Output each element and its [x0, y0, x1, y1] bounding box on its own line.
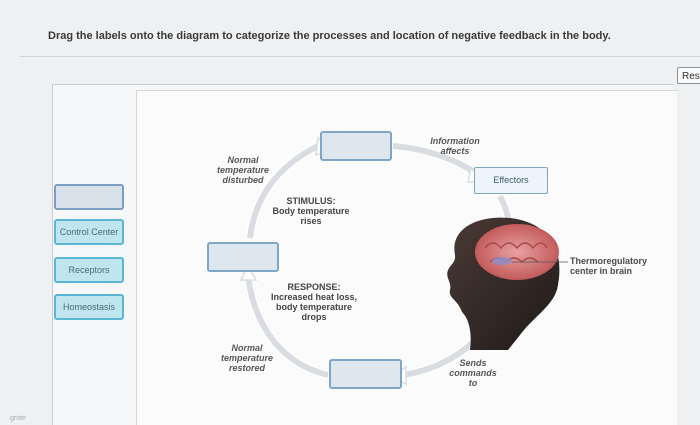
divider: [20, 56, 700, 57]
placed-label-effectors[interactable]: Effectors: [474, 167, 548, 194]
arrow-head-bottom-left: [239, 264, 258, 281]
instruction-text: Drag the labels onto the diagram to cate…: [48, 30, 611, 42]
brain-illustration: [475, 224, 559, 280]
label-chip-receptors[interactable]: Receptors: [54, 257, 124, 283]
reset-button[interactable]: Res: [677, 67, 700, 84]
drop-target-bottom[interactable]: [329, 359, 402, 389]
corner-text: grote: [10, 415, 26, 422]
label-chip-control-center[interactable]: Control Center: [54, 219, 124, 245]
normal-temperature-disturbed-text: Normal temperature disturbed: [216, 155, 270, 185]
hypothalamus-marker: [492, 257, 512, 265]
thermoregulatory-center-text: Thermoregulatory center in brain: [570, 256, 648, 276]
normal-temperature-restored-text: Normal temperature restored: [220, 343, 274, 373]
stimulus-text: STIMULUS: Body temperature rises: [272, 196, 350, 226]
information-affects-text: Information affects: [430, 136, 480, 156]
drop-target-left[interactable]: [207, 242, 279, 272]
response-text: RESPONSE: Increased heat loss, body temp…: [270, 282, 358, 322]
label-chip-homeostasis[interactable]: Homeostasis: [54, 294, 124, 320]
sends-commands-text: Sends commands to: [449, 358, 497, 388]
drop-target-top[interactable]: [320, 131, 392, 161]
label-bank-empty-slot[interactable]: [54, 184, 124, 210]
